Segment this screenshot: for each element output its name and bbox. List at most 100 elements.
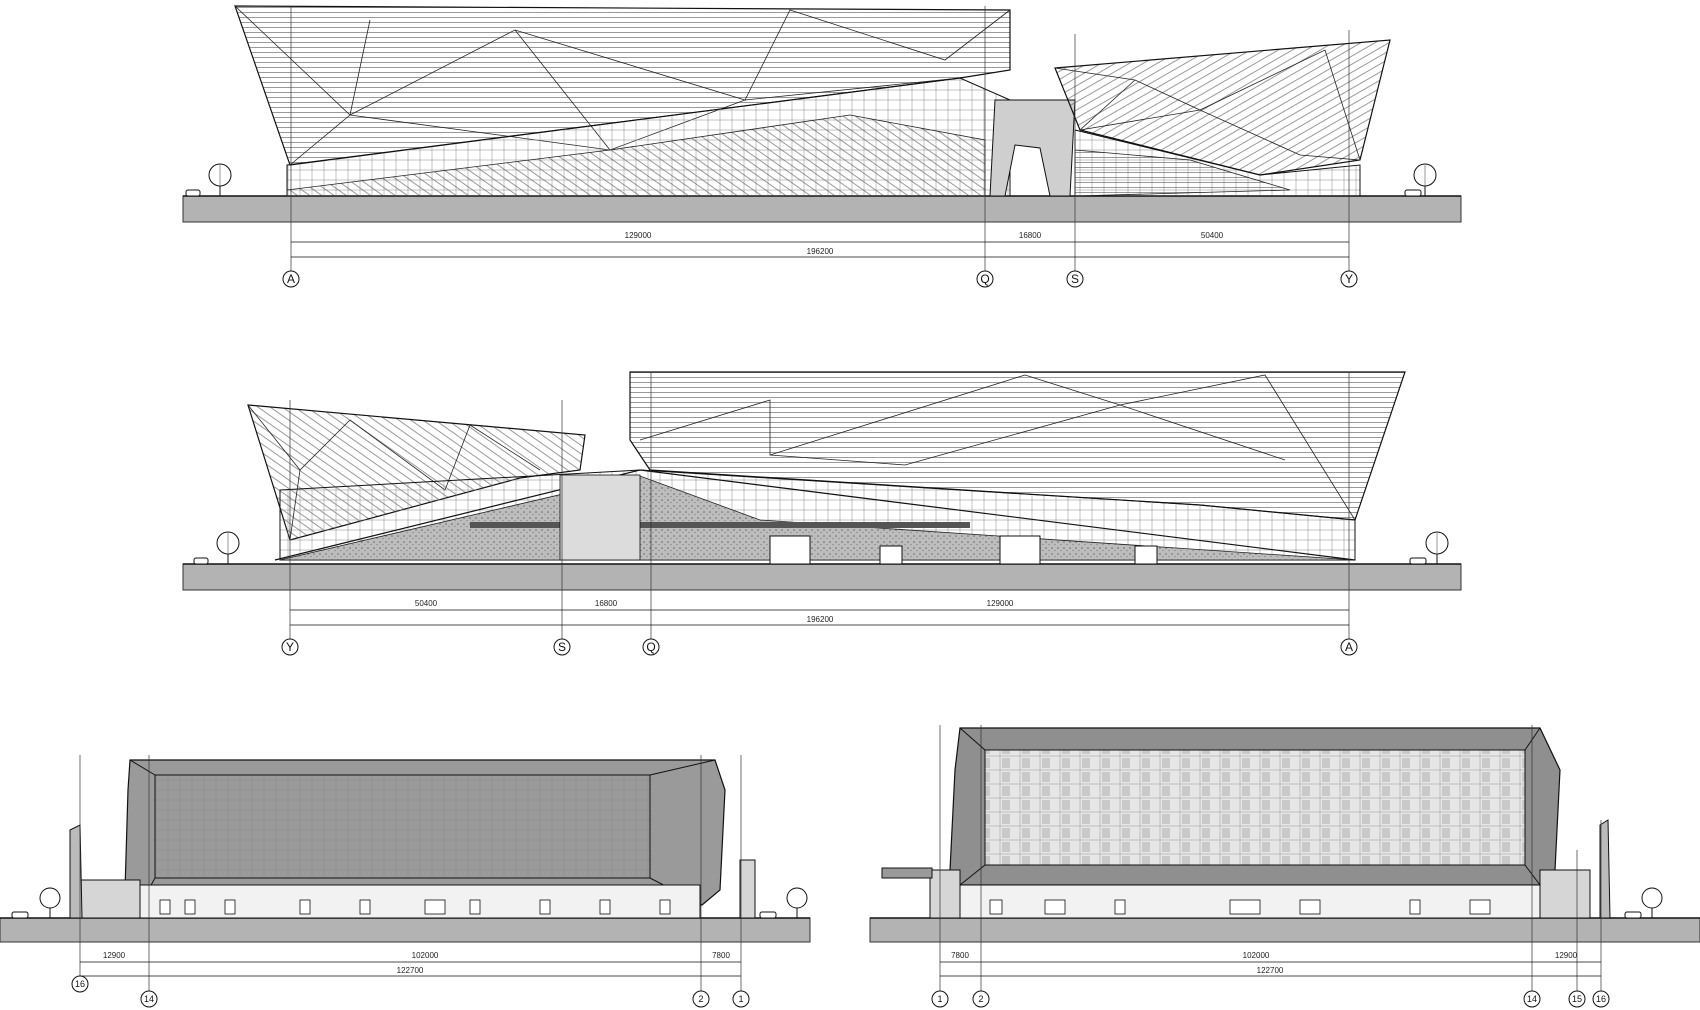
dimension-label: 129000 [625,231,652,240]
dimension-label: 16800 [1019,231,1042,240]
ramp-line [639,469,1356,561]
axis-bubble: Q [976,270,994,288]
dimension-total-label: 196200 [807,247,834,256]
elevation-south: 129000 16800 50400 196200 A Q S Y [182,5,1462,288]
ground-band [0,917,811,943]
ground-band [182,195,1462,223]
entrance-door [879,545,903,565]
svg-text:A: A [287,272,295,286]
tree-icon [39,887,61,918]
roof-facet-lines [769,404,1286,466]
car-icon [193,557,209,565]
svg-text:Q: Q [980,272,989,286]
svg-text:16: 16 [1596,994,1606,1004]
elevation-north: 50400 16800 129000 196200 Y S Q A [182,371,1462,656]
connector-block [989,99,1076,197]
axis-bubble: 14 [1523,990,1541,1008]
svg-text:14: 14 [1527,994,1537,1004]
svg-text:2: 2 [978,994,983,1004]
stair-tower [739,859,756,919]
tree-icon [1413,163,1437,196]
glazed-curtain-wall [154,774,651,879]
svg-text:15: 15 [1572,994,1582,1004]
svg-text:1: 1 [738,994,743,1004]
dimension-label: 12900 [1555,951,1578,960]
roof-facet-line [1079,79,1136,131]
roof-facet-lines [639,374,1356,521]
side-annex [929,869,961,919]
tree-icon [208,163,232,196]
glazed-curtain-wall [984,749,1526,866]
car-icon [185,189,201,197]
axis-bubble: S [1066,270,1084,288]
entry-canopy [881,867,933,879]
entrance-door [769,535,811,565]
tree-icon [1641,887,1663,918]
terrace-band [470,522,970,528]
ground-band [869,917,1700,943]
car-icon [1409,557,1427,565]
axis-bubble: Y [1340,270,1358,288]
svg-text:2: 2 [698,994,703,1004]
svg-text:14: 14 [144,994,154,1004]
car-icon [1624,911,1642,919]
window-row [989,899,1491,915]
sloped-stone-base [279,475,1356,561]
entrance-door [999,535,1041,565]
svg-text:Y: Y [1345,272,1353,286]
dimension-label: 50400 [1201,231,1224,240]
frame-chamfer [129,759,156,776]
right-volume-roof [1054,39,1391,176]
svg-text:Y: Y [286,640,294,654]
car-icon [11,911,29,919]
frame-chamfer [1524,727,1541,751]
dimension-total-label: 122700 [1257,966,1284,975]
axis-bubble: 16 [71,975,89,993]
svg-text:Q: Q [646,640,655,654]
elevation-west: 7800 102000 12900 122700 1 2 14 15 16 [869,725,1700,1008]
roof-facet-lines [247,404,541,491]
tree-icon [216,531,240,564]
axis-bubble: 1 [732,990,750,1008]
axis-bubble: S [553,638,571,656]
window-row [159,899,671,915]
roof-facet-line [349,19,371,116]
axis-bubble: Y [281,638,299,656]
tree-icon [1425,531,1449,564]
elevation-east: 12900 102000 7800 122700 16 14 2 1 [0,755,811,1008]
dimension-label: 50400 [415,599,438,608]
axis-bubble: A [282,270,300,288]
dimension-total-label: 196200 [807,615,834,624]
car-icon [759,911,777,919]
axis-bubble: Q [642,638,660,656]
axis-bubble: 2 [972,990,990,1008]
dimension-label: 102000 [412,951,439,960]
tree-icon [786,887,808,918]
axis-bubble: 1 [931,990,949,1008]
side-annex [77,879,141,919]
axis-bubble: 2 [692,990,710,1008]
side-fin [69,824,83,919]
axis-bubble: 15 [1568,990,1586,1008]
dimension-label: 7800 [951,951,969,960]
roof-facet-lines [1054,49,1361,161]
car-icon [1404,189,1422,197]
entrance-door [1134,545,1158,565]
svg-text:S: S [1071,272,1079,286]
side-fin [1599,819,1611,919]
svg-text:S: S [558,640,566,654]
ground-floor-facade [139,884,701,919]
axis-bubble: 16 [1592,990,1610,1008]
svg-text:16: 16 [75,979,85,989]
frame-chamfer [649,759,716,776]
connector-block [559,474,641,561]
dimension-label: 102000 [1243,951,1270,960]
side-annex [1539,869,1591,919]
dimension-total-label: 122700 [397,966,424,975]
frame-chamfer [1524,864,1541,886]
svg-text:1: 1 [937,994,942,1004]
dimension-label: 12900 [103,951,126,960]
dimension-label: 129000 [987,599,1014,608]
dimension-label: 7800 [712,951,730,960]
